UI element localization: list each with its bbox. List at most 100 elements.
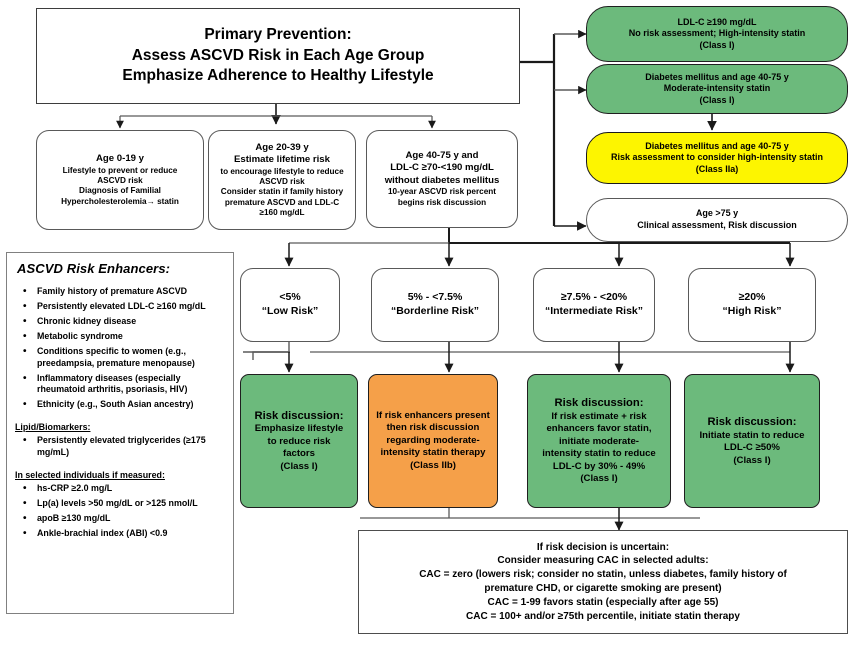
age-over-75-box: Age >75 y Clinical assessment, Risk disc… xyxy=(586,198,848,242)
list-item: Persistently elevated triglycerides (≥17… xyxy=(23,434,225,459)
diabetes-high-line-3: (Class IIa) xyxy=(695,163,739,174)
diabetes-moderate-statin-box: Diabetes mellitus and age 40-75 y Modera… xyxy=(586,64,848,114)
age-40-75-body-1: 10-year ASCVD risk percent xyxy=(387,187,496,197)
age-20-39-head-2: Estimate lifetime risk xyxy=(234,154,330,166)
ascvd-risk-enhancers-panel: ASCVD Risk Enhancers: Family history of … xyxy=(6,252,234,614)
intermediate-risk-label: “Intermediate Risk” xyxy=(544,305,644,317)
diabetes-high-line-2: Risk assessment to consider high-intensi… xyxy=(610,152,824,163)
action-intermediate-line-6: (Class I) xyxy=(580,473,618,485)
age-over-75-line-1: Age >75 y xyxy=(695,208,739,219)
high-risk-box: ≥20% “High Risk” xyxy=(688,268,816,342)
cac-line-4: premature CHD, or cigarette smoking are … xyxy=(484,583,722,594)
age-40-75-body-2: begins risk discussion xyxy=(397,197,487,207)
action-low-risk-box: Risk discussion: Emphasize lifestyle to … xyxy=(240,374,358,508)
age-40-75-box: Age 40-75 y and LDL-C ≥70-<190 mg/dL wit… xyxy=(366,130,518,228)
action-borderline-risk-box: If risk enhancers present then risk disc… xyxy=(368,374,498,508)
diabetes-high-line-1: Diabetes mellitus and age 40-75 y xyxy=(645,140,789,151)
title-line-3: Emphasize Adherence to Healthy Lifestyle xyxy=(122,67,434,85)
title-line-2: Assess ASCVD Risk in Each Age Group xyxy=(131,46,425,64)
selected-individuals-header: In selected individuals if measured: xyxy=(15,470,165,481)
action-low-line-3: factors xyxy=(283,448,315,460)
action-high-line-1: Initiate statin to reduce xyxy=(699,429,805,441)
action-intermediate-line-1: If risk estimate + risk xyxy=(551,410,647,422)
list-item: Ankle-brachial index (ABI) <0.9 xyxy=(23,527,225,540)
age-0-19-body-4: Hypercholesterolemia→ statin xyxy=(61,196,179,206)
cac-line-1: If risk decision is uncertain: xyxy=(536,541,670,553)
low-risk-box: <5% “Low Risk” xyxy=(240,268,340,342)
diabetes-moderate-line-3: (Class I) xyxy=(699,94,735,105)
list-item: Inflammatory diseases (especially rheuma… xyxy=(23,372,225,397)
age-0-19-body-2: ASCVD risk xyxy=(97,175,143,185)
action-intermediate-head: Risk discussion: xyxy=(554,397,644,410)
list-item: hs-CRP ≥2.0 mg/L xyxy=(23,482,225,495)
high-risk-value: ≥20% xyxy=(738,291,766,304)
age-0-19-box: Age 0-19 y Lifestyle to prevent or reduc… xyxy=(36,130,204,230)
age-20-39-body-4: premature ASCVD and LDL-C xyxy=(224,197,340,207)
list-item: Chronic kidney disease xyxy=(23,315,225,328)
action-intermediate-line-2: enhancers favor statin, xyxy=(546,423,652,435)
action-high-line-3: (Class I) xyxy=(733,454,771,466)
age-0-19-head-1: Age 0-19 y xyxy=(96,153,144,165)
diabetes-high-intensity-statin-box: Diabetes mellitus and age 40-75 y Risk a… xyxy=(586,132,848,184)
borderline-risk-label: “Borderline Risk” xyxy=(390,305,480,317)
action-intermediate-risk-box: Risk discussion: If risk estimate + risk… xyxy=(527,374,671,508)
low-risk-label: “Low Risk” xyxy=(261,305,319,317)
list-item: Persistently elevated LDL-C ≥160 mg/dL xyxy=(23,300,225,313)
list-item: apoB ≥130 mg/dL xyxy=(23,512,225,525)
age-0-19-body-3: Diagnosis of Familial xyxy=(79,186,161,196)
age-20-39-head-1: Age 20-39 y xyxy=(255,141,309,153)
cac-line-5: CAC = 1-99 favors statin (especially aft… xyxy=(487,596,719,608)
action-borderline-line-2: then risk discussion xyxy=(386,422,480,434)
ldl-190-line-2: No risk assessment; High-intensity stati… xyxy=(628,28,806,39)
cac-line-2: Consider measuring CAC in selected adult… xyxy=(497,555,709,567)
low-risk-value: <5% xyxy=(279,291,301,304)
age-20-39-box: Age 20-39 y Estimate lifetime risk to en… xyxy=(208,130,356,230)
borderline-risk-value: 5% - <7.5% xyxy=(407,291,463,304)
age-40-75-head-3: without diabetes mellitus xyxy=(384,174,500,186)
action-borderline-line-5: (Class IIb) xyxy=(410,459,456,471)
action-intermediate-line-5: LDL-C by 30% - 49% xyxy=(552,460,646,472)
intermediate-risk-value: ≥7.5% - <20% xyxy=(560,291,628,304)
diabetes-moderate-line-1: Diabetes mellitus and age 40-75 y xyxy=(645,71,789,82)
intermediate-risk-box: ≥7.5% - <20% “Intermediate Risk” xyxy=(533,268,655,342)
action-low-line-1: Emphasize lifestyle xyxy=(254,423,344,435)
enhancers-title: ASCVD Risk Enhancers: xyxy=(17,261,171,276)
action-low-line-4: (Class I) xyxy=(280,460,318,472)
lipid-biomarkers-header: Lipid/Biomarkers: xyxy=(15,422,91,433)
cac-line-6: CAC = 100+ and/or ≥75th percentile, init… xyxy=(466,610,740,622)
age-20-39-body-5: ≥160 mg/dL xyxy=(259,207,305,217)
action-borderline-line-3: regarding moderate- xyxy=(386,434,480,446)
action-high-head: Risk discussion: xyxy=(707,415,797,428)
cac-assessment-box: If risk decision is uncertain: Consider … xyxy=(358,530,848,634)
age-20-39-body-1: to encourage lifestyle to reduce xyxy=(220,166,344,176)
age-40-75-head-2: LDL-C ≥70-<190 mg/dL xyxy=(390,162,494,174)
age-20-39-body-2: ASCVD risk xyxy=(259,176,305,186)
age-20-39-body-3: Consider statin if family history xyxy=(220,187,344,197)
action-low-head: Risk discussion: xyxy=(254,409,344,422)
action-high-line-2: LDL-C ≥50% xyxy=(724,442,780,454)
list-item: Conditions specific to women (e.g., pree… xyxy=(23,345,225,370)
high-risk-label: “High Risk” xyxy=(722,305,782,317)
action-intermediate-line-4: intensity statin to reduce xyxy=(542,448,656,460)
primary-prevention-title-box: Primary Prevention: Assess ASCVD Risk in… xyxy=(36,8,520,104)
borderline-risk-box: 5% - <7.5% “Borderline Risk” xyxy=(371,268,499,342)
ldl-190-line-1: LDL-C ≥190 mg/dL xyxy=(677,16,757,27)
enhancers-list: Family history of premature ASCVD Persis… xyxy=(15,285,227,412)
action-borderline-line-4: intensity statin therapy xyxy=(380,447,486,459)
action-low-line-2: to reduce risk xyxy=(267,435,331,447)
age-over-75-line-2: Clinical assessment, Risk discussion xyxy=(637,220,797,230)
selected-individuals-list: hs-CRP ≥2.0 mg/L Lp(a) levels >50 mg/dL … xyxy=(15,482,227,540)
ldl-190-line-3: (Class I) xyxy=(699,39,735,50)
title-line-1: Primary Prevention: xyxy=(204,26,352,44)
age-40-75-head-1: Age 40-75 y and xyxy=(405,149,479,161)
lipid-biomarkers-list: Persistently elevated triglycerides (≥17… xyxy=(15,434,227,459)
action-borderline-line-1: If risk enhancers present xyxy=(376,409,490,421)
list-item: Family history of premature ASCVD xyxy=(23,285,225,298)
action-intermediate-line-3: initiate moderate- xyxy=(559,435,639,447)
action-high-risk-box: Risk discussion: Initiate statin to redu… xyxy=(684,374,820,508)
age-0-19-body-1: Lifestyle to prevent or reduce xyxy=(62,165,178,175)
cac-line-3: CAC = zero (lowers risk; consider no sta… xyxy=(419,569,787,581)
list-item: Lp(a) levels >50 mg/dL or >125 nmol/L xyxy=(23,497,225,510)
list-item: Metabolic syndrome xyxy=(23,330,225,343)
